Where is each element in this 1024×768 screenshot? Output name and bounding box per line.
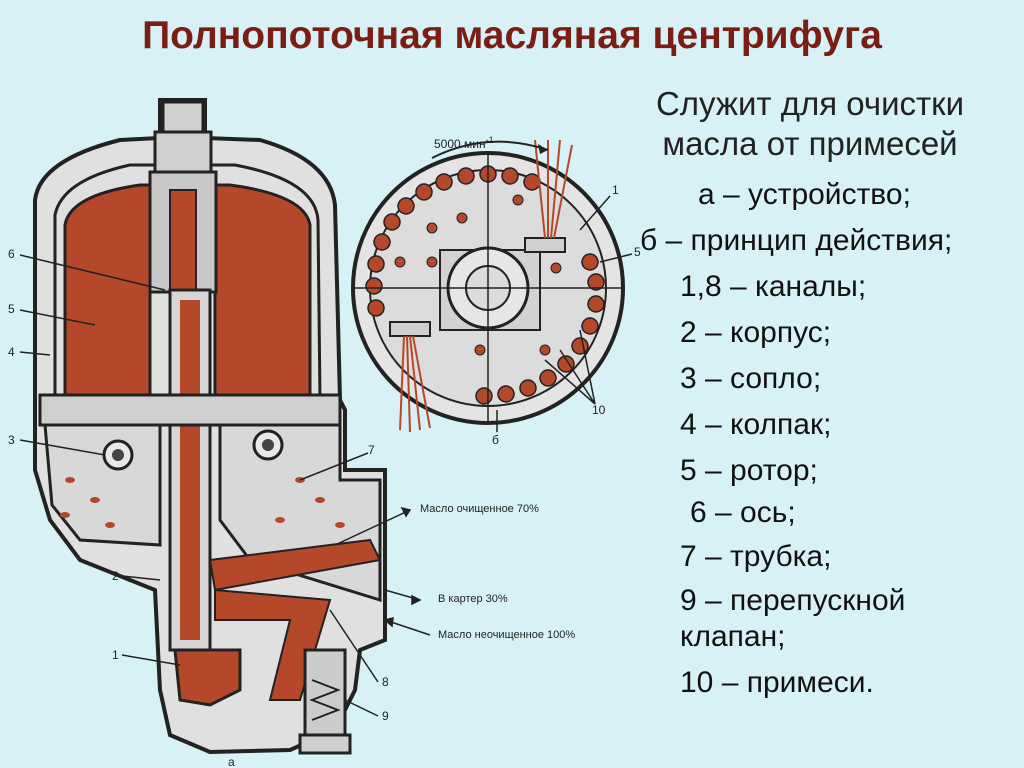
caption-dirty-oil: Масло неочищенное 100% (438, 629, 575, 641)
label-6: 6 (8, 247, 15, 261)
axis-nut (163, 102, 203, 132)
caption-to-sump: В картер 30% (438, 593, 508, 605)
label-3: 3 (8, 433, 15, 447)
speed-label: 5000 мин-1 (434, 135, 494, 151)
label-1: 1 (112, 648, 119, 662)
rotor-left (65, 185, 150, 400)
label-5: 5 (8, 302, 15, 316)
label-2: 2 (112, 569, 119, 583)
label-7: 7 (368, 443, 375, 457)
label-9: 9 (382, 709, 389, 723)
label-4: 4 (8, 345, 15, 359)
caption-clean-oil: Масло очищенное 70% (420, 503, 539, 515)
label-b-10: 10 (592, 403, 606, 417)
nozzle-bottom (390, 322, 430, 336)
label-fig-b: б (492, 433, 499, 447)
label-fig-a: а (228, 755, 235, 768)
nozzle-top (525, 238, 565, 252)
label-8: 8 (382, 675, 389, 689)
principle-view: 5000 мин-1 1 5 10 б (352, 135, 641, 447)
label-b-5: 5 (634, 245, 641, 259)
rotor-right (215, 185, 310, 395)
label-b-1: 1 (612, 183, 619, 197)
